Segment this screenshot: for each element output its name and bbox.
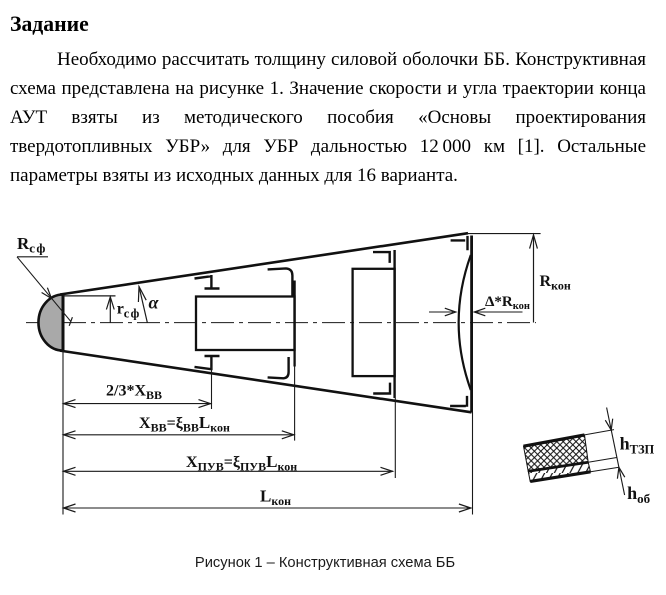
svg-text:Rсф: Rсф xyxy=(17,234,47,256)
svg-text:rсф: rсф xyxy=(117,301,141,321)
svg-text:Rкон: Rкон xyxy=(540,273,571,293)
svg-text:2/3*XВВ: 2/3*XВВ xyxy=(106,383,162,403)
svg-text:hоб: hоб xyxy=(627,483,651,506)
svg-text:XПУВ=ξПУВLкон: XПУВ=ξПУВLкон xyxy=(186,452,297,474)
svg-text:α: α xyxy=(149,293,160,313)
svg-text:Δ*Rкон: Δ*Rкон xyxy=(485,294,530,312)
svg-text:XВВ=ξВВLкон: XВВ=ξВВLкон xyxy=(139,413,230,435)
svg-text:Lкон: Lкон xyxy=(260,487,291,509)
svg-text:hТЗП: hТЗП xyxy=(620,434,655,457)
